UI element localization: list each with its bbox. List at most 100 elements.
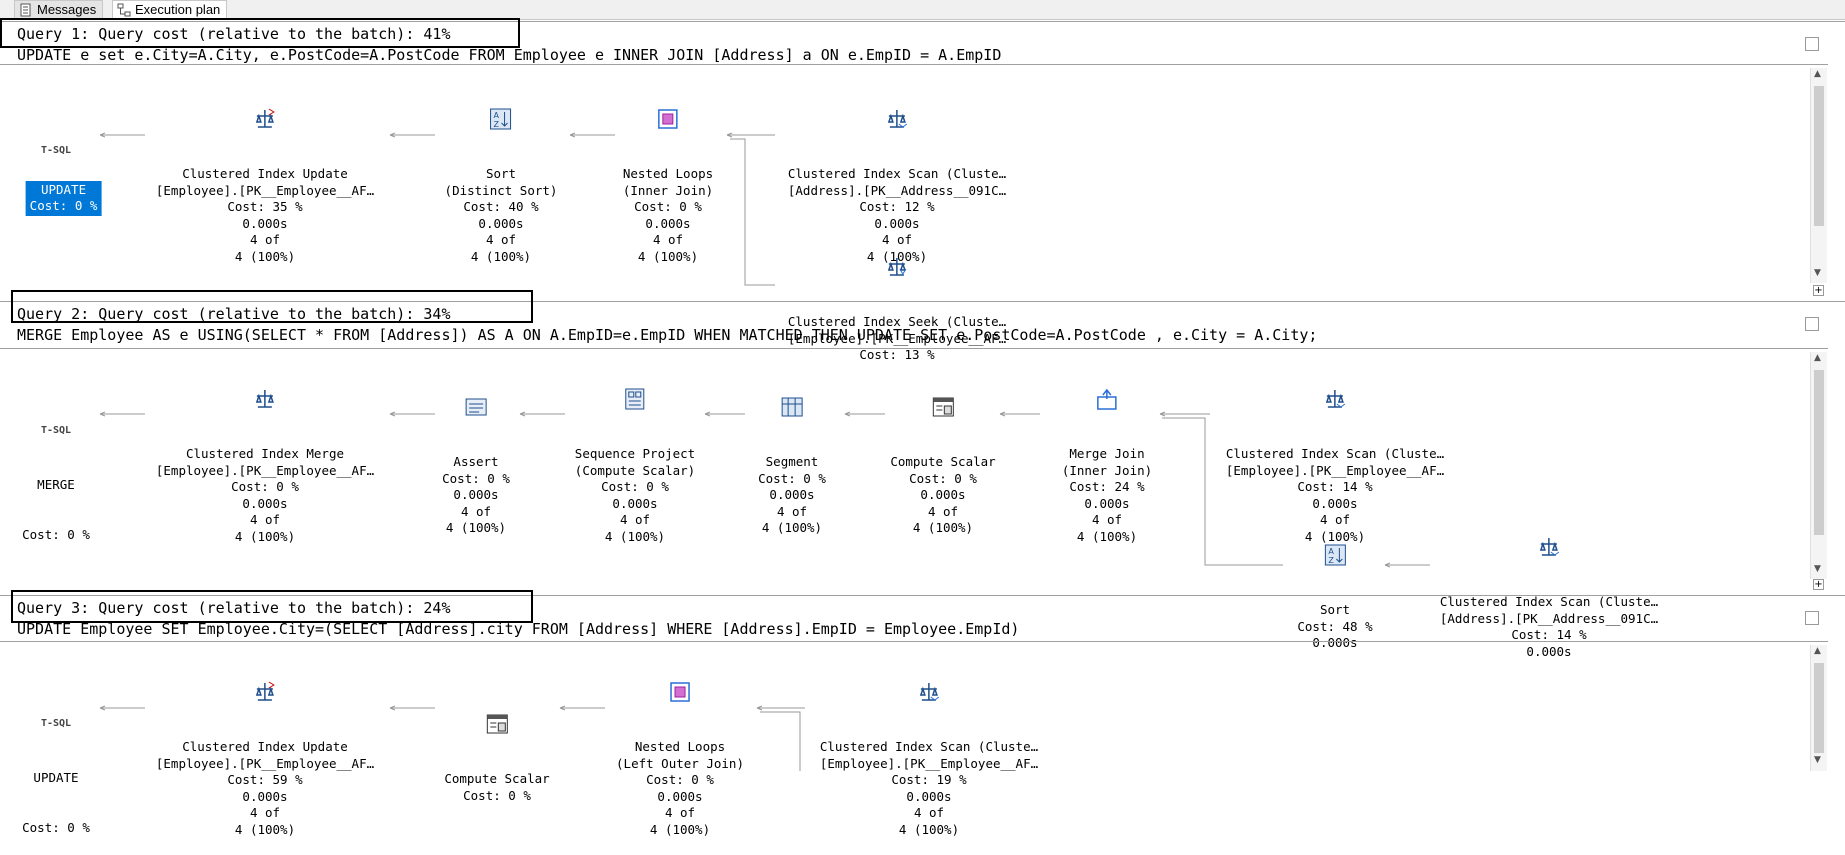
execution-plan-icon xyxy=(117,3,131,17)
clustered-index-update-icon xyxy=(253,107,277,131)
operator-text-line: 4 (100%) xyxy=(156,249,374,266)
operator-text-line: Merge Join xyxy=(1062,446,1152,463)
operator-text-line: Cost: 0 % xyxy=(616,772,744,789)
operator-text-line: Cost: 0 % xyxy=(623,199,713,216)
query-2-sql-text: MERGE Employee AS e USING(SELECT * FROM … xyxy=(17,326,1317,344)
operator-text-line: (Inner Join) xyxy=(1062,463,1152,480)
operator-text-line: [Employee].[PK__Employee__AF… xyxy=(156,463,374,480)
operator-text-line: Compute Scalar xyxy=(444,771,549,788)
query-2-node-compute-scalar[interactable]: Compute ScalarCost: 0 %0.000s4 of4 (100%… xyxy=(890,362,995,553)
query-2-node-sort[interactable]: AZ SortCost: 48 %0.000s xyxy=(1297,510,1372,668)
query-2-node-clustered-index-scan-address[interactable]: Clustered Index Scan (Cluste…[Address].[… xyxy=(1440,502,1658,677)
query-3-header: Query 3: Query cost (relative to the bat… xyxy=(17,599,450,617)
root-cost: Cost: 0 % xyxy=(22,527,90,544)
operator-text-line: Segment xyxy=(758,454,826,471)
query-1-scrollbar[interactable]: ▲ ▼ xyxy=(1810,68,1827,283)
query-2-scroll-thumb[interactable] xyxy=(1814,370,1824,535)
operator-text-line: 4 of xyxy=(442,504,510,521)
svg-text:A: A xyxy=(1328,547,1334,556)
query-3-node-clustered-index-scan[interactable]: Clustered Index Scan (Cluste…[Employee].… xyxy=(820,647,1038,855)
operator-text-line: [Address].[PK__Address__091C… xyxy=(1440,611,1658,628)
operator-text-line: 4 of xyxy=(156,512,374,529)
operator-text-line: Nested Loops xyxy=(616,739,744,756)
query-3-node-clustered-index-update[interactable]: Clustered Index Update[Employee].[PK__Em… xyxy=(156,647,374,855)
operator-text-line: 4 of xyxy=(575,512,695,529)
merge-join-icon xyxy=(1095,387,1119,411)
operator-text-line: [Employee].[PK__Employee__AF… xyxy=(820,756,1038,773)
operator-text-line: (Compute Scalar) xyxy=(575,463,695,480)
tsql-icon: T-SQL xyxy=(22,424,90,438)
operator-text-line: Cost: 0 % xyxy=(758,471,826,488)
operator-text-line: Compute Scalar xyxy=(890,454,995,471)
operator-text-line: 0.000s xyxy=(442,487,510,504)
operator-text-line: Clustered Index Scan (Cluste… xyxy=(820,739,1038,756)
query-3-scrollbar[interactable]: ▲ ▼ xyxy=(1810,645,1827,771)
operator-text-line: 4 of xyxy=(616,805,744,822)
operator-text-line: 0.000s xyxy=(156,789,374,806)
query-2-zoom-button[interactable]: + xyxy=(1813,579,1824,590)
query-2-node-merge-join[interactable]: Merge Join(Inner Join)Cost: 24 %0.000s4 … xyxy=(1062,354,1152,562)
tab-messages[interactable]: Messages xyxy=(14,0,103,19)
query-1-scroll-thumb[interactable] xyxy=(1814,86,1824,226)
operator-text-line: Clustered Index Update xyxy=(156,166,374,183)
operator-text-line: 4 of xyxy=(890,504,995,521)
query-1-node-clustered-index-update[interactable]: Clustered Index Update[Employee].[PK__Em… xyxy=(156,74,374,282)
operator-text-line: Cost: 19 % xyxy=(820,772,1038,789)
tab-execution-plan[interactable]: Execution plan xyxy=(112,0,227,20)
operator-text-line: Clustered Index Scan (Cluste… xyxy=(788,166,1006,183)
clustered-index-scan-icon xyxy=(885,107,909,131)
query-1-header: Query 1: Query cost (relative to the bat… xyxy=(17,25,450,43)
operator-text-line: Cost: 0 % xyxy=(442,471,510,488)
tsql-icon: T-SQL xyxy=(22,717,90,731)
query-3-root-node[interactable]: T-SQL UPDATE Cost: 0 % xyxy=(22,684,90,853)
compute-scalar-icon xyxy=(931,395,955,419)
operator-text-line: Cost: 0 % xyxy=(890,471,995,488)
query-2-node-clustered-index-merge[interactable]: Clustered Index Merge[Employee].[PK__Emp… xyxy=(156,354,374,562)
query-1-zoom-button[interactable]: + xyxy=(1813,285,1824,296)
query-1-node-sort[interactable]: AZ Sort(Distinct Sort)Cost: 40 %0.000s4 … xyxy=(445,74,558,282)
operator-text-line: 0.000s xyxy=(758,487,826,504)
operator-text-line: 4 of xyxy=(623,232,713,249)
operator-text-line: 0.000s xyxy=(445,216,558,233)
query-2-minimize-button[interactable] xyxy=(1805,317,1819,331)
query-1-node-nested-loops[interactable]: Nested Loops(Inner Join)Cost: 0 %0.000s4… xyxy=(623,74,713,282)
query-1-root-node[interactable]: T-SQL UPDATECost: 0 % xyxy=(11,111,102,216)
sort-icon: AZ xyxy=(489,107,513,131)
clustered-index-seek-icon xyxy=(885,255,909,279)
operator-text-line: 4 (100%) xyxy=(575,529,695,546)
segment-icon xyxy=(780,395,804,419)
operator-text-line: 4 (100%) xyxy=(890,520,995,537)
query-2-node-assert[interactable]: AssertCost: 0 %0.000s4 of4 (100%) xyxy=(442,362,510,553)
query-3-minimize-button[interactable] xyxy=(1805,611,1819,625)
query-2-node-segment[interactable]: SegmentCost: 0 %0.000s4 of4 (100%) xyxy=(758,362,826,553)
sequence-project-icon xyxy=(623,387,647,411)
assert-icon xyxy=(464,395,488,419)
operator-text-line: Cost: 0 % xyxy=(156,479,374,496)
query-1-minimize-button[interactable] xyxy=(1805,37,1819,51)
sort-icon: AZ xyxy=(1323,543,1347,567)
query-2-scrollbar[interactable]: ▲ ▼ xyxy=(1810,352,1827,579)
operator-text-line: 0.000s xyxy=(623,216,713,233)
query-3-node-compute-scalar[interactable]: Compute ScalarCost: 0 % xyxy=(444,679,549,821)
query-1-sql-text: UPDATE e set e.City=A.City, e.PostCode=A… xyxy=(17,46,1001,64)
operator-text-line: 4 of xyxy=(758,504,826,521)
operator-text-line: 4 (100%) xyxy=(820,822,1038,839)
query-3-node-nested-loops[interactable]: Nested Loops(Left Outer Join)Cost: 0 %0.… xyxy=(616,647,744,855)
operator-text-line: 0.000s xyxy=(156,496,374,513)
clustered-index-scan-icon xyxy=(1537,535,1561,559)
operator-text-line: 4 (100%) xyxy=(1062,529,1152,546)
operator-text-line: Sort xyxy=(1297,602,1372,619)
operator-text-line: 0.000s xyxy=(820,789,1038,806)
operator-text-line: Cost: 12 % xyxy=(788,199,1006,216)
operator-text-line: 4 of xyxy=(1062,512,1152,529)
tab-execution-plan-label: Execution plan xyxy=(135,2,220,17)
operator-text-line: Clustered Index Scan (Cluste… xyxy=(1226,446,1444,463)
operator-text-line: Cost: 24 % xyxy=(1062,479,1152,496)
plan-divider xyxy=(0,641,1828,642)
query-2-root-node[interactable]: T-SQL MERGE Cost: 0 % xyxy=(22,391,90,560)
operator-text-line: Sequence Project xyxy=(575,446,695,463)
query-3-scroll-thumb[interactable] xyxy=(1814,663,1824,753)
query-2-node-sequence-project[interactable]: Sequence Project(Compute Scalar)Cost: 0 … xyxy=(575,354,695,562)
operator-text-line: 0.000s xyxy=(1297,635,1372,652)
operator-text-line: [Employee].[PK__Employee__AF… xyxy=(156,183,374,200)
